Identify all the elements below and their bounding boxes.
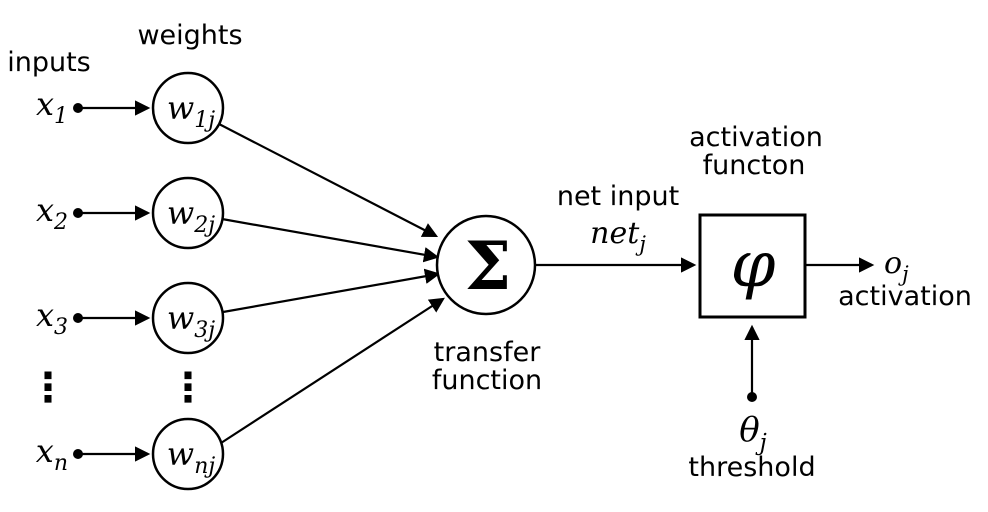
input-row-2: x2 w2j (36, 176, 225, 250)
theta-var: θ (739, 410, 759, 450)
w1j-var: w (167, 89, 194, 127)
x3-sub: 3 (54, 315, 68, 340)
xn-sub: n (54, 451, 68, 476)
threshold-label: threshold (688, 452, 815, 483)
output-oj-label: oj (884, 246, 909, 286)
arrow-w2j-to-sum (221, 217, 440, 263)
input-row-1: x1 w1j (36, 71, 225, 145)
x3-var: x (36, 296, 54, 334)
weight-circle-w1j (151, 71, 225, 145)
input-x1-label: x1 (36, 85, 68, 129)
inputs-label: inputs (7, 47, 91, 78)
x2-var: x (36, 191, 54, 229)
xn-var: x (36, 432, 54, 470)
input-row-3: x3 w3j (36, 281, 225, 355)
weight-circle-w3j (151, 281, 225, 355)
output-sub: j (898, 262, 909, 286)
input-dot-1 (73, 103, 83, 113)
input-x3-label: x3 (36, 296, 68, 340)
w2j-sub: 2j (193, 213, 215, 238)
activation-function-label-line1: activation (689, 122, 823, 153)
arrow-w1j-to-sum (218, 123, 439, 238)
weight-circle-w2j (151, 176, 225, 250)
input-row-n: xn wnj (36, 417, 225, 491)
input-x2-label: x2 (36, 191, 68, 235)
weight-w2j-label: w2j (167, 194, 215, 238)
weights-label: weights (137, 20, 242, 51)
w3j-sub: 3j (194, 318, 215, 343)
sigma-symbol: Σ (465, 227, 512, 305)
net-input-label: net input (557, 181, 679, 212)
threshold-dot (747, 392, 757, 402)
inputs-ellipsis-icon: ⋮ (28, 365, 68, 411)
x1-sub: 1 (54, 104, 68, 129)
weight-circle-wnj (151, 417, 225, 491)
x2-sub: 2 (53, 210, 68, 235)
wnj-sub: nj (194, 454, 215, 479)
weight-w1j-label: w1j (167, 89, 215, 133)
x1-var: x (36, 85, 54, 123)
transfer-function-label-line2: function (432, 365, 542, 396)
arrow-wnj-to-sum (220, 297, 445, 444)
net-var: net (590, 216, 640, 251)
activation-output-label: activation (838, 281, 972, 312)
activation-function-box (698, 213, 807, 319)
transfer-function-label-line1: transfer (434, 337, 542, 368)
input-xn-label: xn (36, 432, 68, 476)
input-dot-2 (73, 208, 83, 218)
w2j-var: w (167, 194, 194, 232)
weights-ellipsis-icon: ⋮ (168, 365, 208, 411)
net-j-label: netj (590, 216, 646, 256)
input-dot-n (73, 449, 83, 459)
theta-j-label: θj (739, 410, 767, 456)
w3j-var: w (167, 299, 194, 337)
wnj-var: w (167, 435, 194, 473)
net-sub: j (635, 232, 646, 256)
phi-symbol: φ (731, 228, 776, 302)
input-dot-3 (73, 313, 83, 323)
weight-wnj-label: wnj (167, 435, 216, 479)
weight-w3j-label: w3j (167, 299, 215, 343)
activation-function-label-line2: functon (703, 150, 806, 181)
w1j-sub: 1j (194, 108, 215, 133)
output-var: o (884, 246, 902, 281)
arrow-w3j-to-sum (222, 268, 441, 314)
